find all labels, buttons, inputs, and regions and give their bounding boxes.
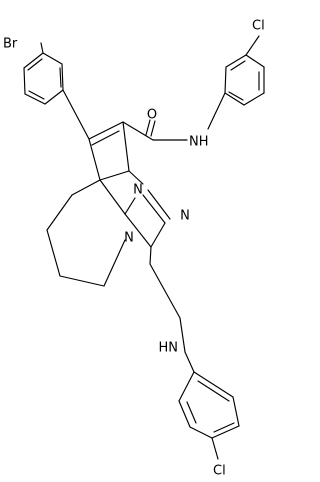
pyrrole-nitrogen-label: N xyxy=(133,183,143,198)
chlorophenyl-ring-top xyxy=(224,35,265,106)
amide-group xyxy=(122,92,226,141)
bromine-label: Br xyxy=(3,37,18,52)
chemical-structure: Br Cl O NH N N N HN Cl xyxy=(3,19,265,479)
amine-nh-label: HN xyxy=(159,341,179,356)
molecule-structure-diagram: Br Cl O NH N N N HN Cl xyxy=(3,18,265,479)
bridgehead-nitrogen-label: N xyxy=(124,231,134,246)
bromophenyl-ring xyxy=(23,42,64,105)
fused-core xyxy=(88,121,171,265)
chlorine-label-top: Cl xyxy=(252,19,265,34)
bond-aryl-to-core xyxy=(62,89,90,140)
triazole-nitrogen-label: N xyxy=(180,209,190,224)
amide-nh-label: NH xyxy=(189,135,209,150)
chlorophenyl-ring-bottom xyxy=(178,371,240,460)
azepane-ring xyxy=(46,179,126,287)
aminomethyl-linker xyxy=(149,263,195,373)
oxygen-label: O xyxy=(147,108,157,123)
chlorine-label-bottom: Cl xyxy=(213,464,226,479)
